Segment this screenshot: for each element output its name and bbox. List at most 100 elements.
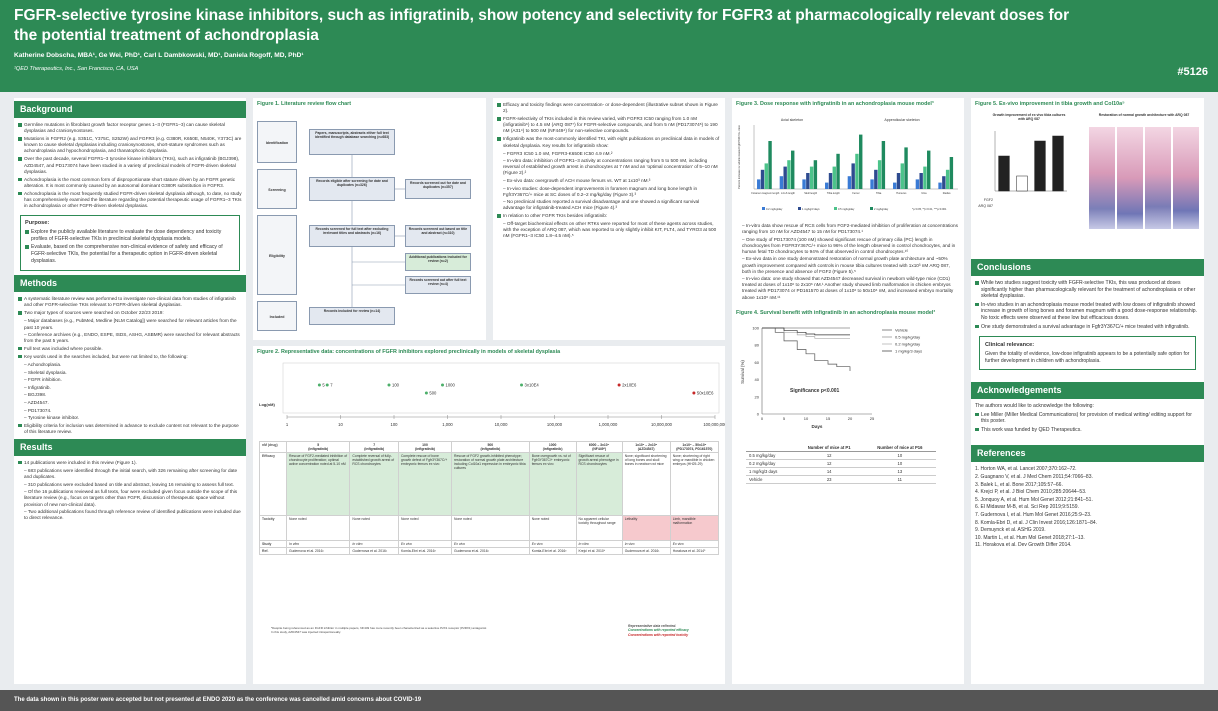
bar (942, 176, 946, 189)
category-label: Tibia (876, 192, 882, 195)
table-cell: Rescue of FGF2-mediated inhibition of ch… (285, 452, 351, 516)
table-cell: None; shortening of right wing or mandib… (669, 452, 720, 516)
legend-swatch (762, 207, 765, 210)
category-label: Foramen magnum length (751, 192, 780, 195)
table-cell: Significant rescue of growth arrest phen… (575, 452, 623, 516)
cell-text: Lethality (624, 517, 638, 521)
figure-1-title: Figure 1. Literature review flow chart (257, 101, 352, 107)
figure-2-table: nM (drug)5(infigratinib)7(infigratinib)1… (259, 441, 720, 555)
sub-bullet-item: – Skeletal dysplasia. (24, 369, 67, 375)
table-cell: Complete reversal of fully-established g… (349, 452, 399, 516)
histology-image (1145, 127, 1171, 229)
reference-item: 5. Jonquoy A, et al. Hum Mol Genet 2012;… (975, 496, 1093, 503)
log-axis-label: Log(nM) (259, 402, 275, 407)
box-additional: Additional publications included for rev… (405, 253, 471, 271)
figure-2-title: Figure 2. Representative data: concentra… (257, 349, 561, 355)
tick-label: 10,000 (495, 422, 508, 427)
legend-swatch (870, 207, 873, 210)
table-cell: Vehicle (746, 475, 795, 485)
flow-arrows (351, 155, 405, 307)
table-cell: Gudernova et al. 2016¹ (285, 547, 351, 555)
x-tick-label: 20 (848, 416, 853, 421)
cell-text: Gudernova et al. 2016¹ (454, 549, 489, 553)
cell-text: Horakova et al. 2014⁵ (672, 549, 706, 553)
bar (859, 134, 863, 189)
box-excluded-title: Records screened out based on title and … (405, 225, 471, 247)
purpose-list: Explore the publicly available literatur… (25, 229, 235, 264)
bar (783, 166, 787, 189)
background-heading: Background (14, 101, 246, 118)
survival-curve (762, 327, 851, 372)
bullet-item: Infigratinib was the most-commonly ident… (497, 136, 721, 148)
table-cell: None noted (451, 515, 530, 541)
table-cell: None; significant shortening of long bon… (621, 452, 671, 516)
category-label: L4-L6 length (781, 192, 796, 195)
bullet-item: Over the past decade, several FGFR1–3 ty… (18, 156, 242, 174)
table-cell: Krejci et al. 2010⁴ (575, 547, 623, 555)
bar (870, 179, 874, 189)
category-label: Ulna (921, 192, 927, 195)
bar (923, 166, 927, 189)
concentration: 1x10⁶ – 50x10⁶ (682, 443, 707, 447)
cell-text: In vitro (578, 542, 589, 546)
data-point (325, 383, 329, 387)
concentration: 100 (422, 443, 428, 447)
legend-label: 1 mg/kg/3 days (802, 207, 820, 211)
tick-label: 10 (338, 422, 343, 427)
row-label: Efficacy (259, 452, 287, 516)
table-cell: Horakova et al. 2014⁵ (669, 547, 720, 555)
bullet-item: While two studies suggest toxicity with … (975, 280, 1200, 300)
references-list: 1. Horton WA, et al. Lancet 2007;370:162… (971, 466, 1204, 550)
bar (813, 160, 818, 189)
histology-images (1089, 127, 1199, 229)
bar (904, 147, 908, 189)
table-cell: Ex vivo (669, 540, 720, 548)
results-list: 14 publications were included in this re… (14, 460, 246, 521)
table-header: Number of mice at P1 (794, 444, 864, 453)
drug-name: (NF449*) (592, 447, 606, 451)
table-cell: 11 (863, 475, 936, 485)
cell-text: None; significant shortening of long bon… (624, 454, 667, 466)
bullet-item: Two major types of sources were searched… (18, 310, 242, 316)
table-cell: 1x10⁶ – 2x10⁶(AZD4547) (621, 441, 671, 453)
category-label: Skull length (804, 192, 818, 195)
bar (949, 157, 954, 189)
table-cell: 12 (794, 459, 864, 469)
cell-text: Significant rescue of growth arrest phen… (578, 454, 619, 466)
sub-bullet-item: – BGJ398. (24, 392, 47, 398)
cell-text: Complete rescue of bone growth defect of… (400, 454, 448, 466)
table-cell: 10 (863, 459, 936, 469)
sub-bullet-item: – FGFR inhibition. (24, 377, 62, 383)
cell-text: Rescue of FGF2 growth-inhibited phenotyp… (454, 454, 526, 470)
data-point (441, 383, 444, 387)
point-label: 100 (392, 383, 400, 388)
data-point (692, 391, 696, 395)
cell-text: None noted (454, 517, 472, 521)
cell-text: Ex vivo (672, 542, 684, 546)
reference-item: 3. Balek L, et al. Bone 2017;105:57–66. (975, 481, 1063, 488)
reference-item: 10. Martin L, et al. Hum Mol Genet 2018;… (975, 534, 1085, 541)
bar (828, 173, 833, 189)
panel-right-title: Appendicular skeleton (884, 118, 919, 122)
cell-text: In vitro (289, 542, 300, 546)
row-label: ARQ 087 (978, 204, 993, 208)
table-cell: Komla-Ebri et al. 2016³ (528, 547, 577, 555)
bar (1016, 175, 1028, 192)
y-tick-label: 40 (755, 377, 760, 382)
legend-label: Vehicle (895, 328, 909, 333)
concentration: 6000 – 3x10⁴ (588, 443, 610, 447)
bar (1052, 135, 1064, 192)
table-cell: Bone overgrowth vs. wt of Fgfr3Y367C/+ e… (528, 452, 577, 516)
table-cell: 1x10⁶ – 50x10⁶(PD173074, PD161570) (669, 441, 720, 453)
stage-included: Included (257, 301, 297, 331)
reference-item: 2. Guagnano V, et al. J Med Chem 2011;54… (975, 473, 1093, 480)
legend-efficacy: Concentrations with reported efficacy (628, 628, 689, 633)
stage-screening: Screening (257, 169, 297, 209)
legend-swatch (798, 207, 801, 210)
sub-bullet-item: – No preclinical studies reported a surv… (503, 199, 700, 211)
